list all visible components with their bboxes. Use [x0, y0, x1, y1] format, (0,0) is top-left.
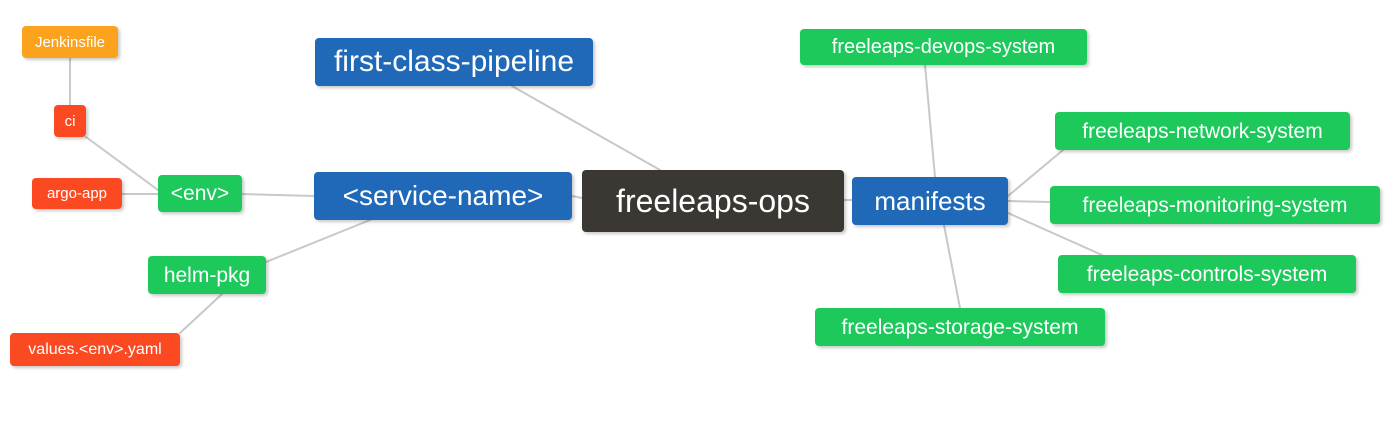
- edge-manifests-to-freeleaps-storage-system: [943, 224, 961, 309]
- node-freeleaps-ops[interactable]: freeleaps-ops: [582, 170, 844, 232]
- node-label-freeleaps-ops: freeleaps-ops: [616, 183, 810, 219]
- node-env[interactable]: <env>: [158, 175, 242, 212]
- node-freeleaps-storage-system[interactable]: freeleaps-storage-system: [815, 308, 1105, 346]
- node-label-service-name: <service-name>: [342, 180, 544, 211]
- node-freeleaps-network-system[interactable]: freeleaps-network-system: [1055, 112, 1350, 150]
- node-label-freeleaps-controls-system: freeleaps-controls-system: [1086, 262, 1328, 286]
- node-label-freeleaps-storage-system: freeleaps-storage-system: [841, 315, 1079, 339]
- edge-manifests-to-freeleaps-devops-system: [924, 64, 936, 178]
- node-label-freeleaps-monitoring-system: freeleaps-monitoring-system: [1082, 193, 1348, 217]
- node-ci[interactable]: ci: [54, 105, 86, 137]
- node-freeleaps-controls-system[interactable]: freeleaps-controls-system: [1058, 255, 1356, 293]
- node-label-helm-pkg: helm-pkg: [163, 263, 251, 287]
- node-values-yaml[interactable]: values.<env>.yaml: [10, 333, 180, 366]
- edge-values-yaml-to-helm-pkg: [179, 293, 223, 334]
- node-label-env: <env>: [170, 182, 230, 205]
- node-helm-pkg[interactable]: helm-pkg: [148, 256, 266, 294]
- edge-env-to-service-name: [241, 193, 315, 197]
- node-label-freeleaps-network-system: freeleaps-network-system: [1082, 119, 1323, 143]
- node-jenkinsfile[interactable]: Jenkinsfile: [22, 26, 118, 58]
- node-service-name[interactable]: <service-name>: [314, 172, 572, 220]
- node-freeleaps-monitoring-system[interactable]: freeleaps-monitoring-system: [1050, 186, 1380, 224]
- edge-first-class-pipeline-to-freeleaps-ops: [511, 85, 661, 171]
- edge-service-name-to-freeleaps-ops: [571, 195, 583, 199]
- node-label-argo-app: argo-app: [46, 185, 108, 202]
- node-freeleaps-devops-system[interactable]: freeleaps-devops-system: [800, 29, 1087, 65]
- edge-helm-pkg-to-service-name: [265, 219, 371, 263]
- node-label-ci: ci: [64, 112, 76, 130]
- node-label-values-yaml: values.<env>.yaml: [28, 340, 162, 358]
- node-label-first-class-pipeline: first-class-pipeline: [333, 45, 575, 78]
- node-first-class-pipeline[interactable]: first-class-pipeline: [315, 38, 593, 86]
- edge-manifests-to-freeleaps-monitoring-system: [1007, 200, 1051, 203]
- node-argo-app[interactable]: argo-app: [32, 178, 122, 209]
- node-manifests[interactable]: manifests: [852, 177, 1008, 225]
- node-label-manifests: manifests: [874, 186, 986, 216]
- node-label-jenkinsfile: Jenkinsfile: [34, 33, 106, 51]
- node-label-freeleaps-devops-system: freeleaps-devops-system: [831, 36, 1056, 58]
